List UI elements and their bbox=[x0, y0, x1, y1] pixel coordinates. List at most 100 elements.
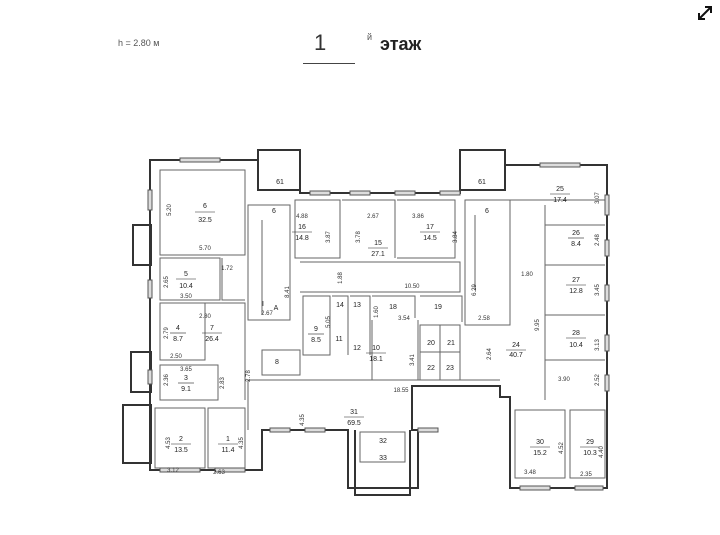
room-1: 111.4 bbox=[218, 436, 238, 454]
dimension-label: 4.52 bbox=[559, 442, 565, 454]
dimension-label: 1.88 bbox=[338, 272, 344, 284]
room-area: 14.8 bbox=[295, 235, 309, 242]
room-number: 26 bbox=[572, 230, 580, 237]
dimension-label: 1.60 bbox=[374, 306, 380, 318]
room-area: 15.2 bbox=[533, 450, 547, 457]
walls bbox=[122, 149, 608, 496]
wall bbox=[149, 149, 608, 489]
room-area: 12.8 bbox=[569, 288, 583, 295]
window bbox=[604, 284, 610, 302]
window bbox=[304, 427, 326, 433]
window bbox=[147, 189, 153, 211]
window bbox=[349, 190, 371, 196]
dimension-label: 4.53 bbox=[166, 437, 172, 449]
dimension-label: 6.29 bbox=[472, 284, 478, 296]
room-number: 61 bbox=[276, 179, 284, 186]
room-number: 11 bbox=[335, 336, 342, 343]
balcony-left-bottom bbox=[122, 404, 152, 464]
room-area: 11.4 bbox=[221, 447, 234, 454]
room-number: 10 bbox=[372, 345, 380, 352]
ceiling-height-note: h = 2.80 м bbox=[118, 38, 160, 48]
room-area: 10.3 bbox=[583, 450, 597, 457]
window bbox=[439, 190, 461, 196]
room-number: 19 bbox=[434, 304, 442, 311]
dimension-label: 2.67 bbox=[261, 311, 273, 317]
dimension-label: 3.45 bbox=[595, 284, 601, 296]
room-area: 14.5 bbox=[423, 235, 437, 242]
room-number: A bbox=[274, 305, 279, 312]
room-number: 17 bbox=[426, 224, 434, 231]
dimension-label: 2.64 bbox=[487, 348, 493, 360]
wall bbox=[247, 349, 500, 430]
floor-number-underline bbox=[303, 63, 355, 64]
room-number: 1 bbox=[226, 436, 230, 443]
entrance-vestibule-right bbox=[459, 149, 506, 191]
wall bbox=[510, 199, 605, 400]
room-2: 213.5 bbox=[171, 436, 191, 454]
wall bbox=[359, 431, 406, 463]
expand-diagonal-arrow-icon[interactable] bbox=[694, 2, 716, 24]
dimension-label: 5.70 bbox=[199, 246, 211, 252]
wall bbox=[247, 204, 291, 321]
room-area: 13.5 bbox=[174, 447, 188, 454]
dimension-label: 3.65 bbox=[180, 367, 192, 373]
dimension-label: 3.12 bbox=[167, 468, 179, 474]
dimension-labels: 5.20 5.70 1.72 2.65 3.50 2.80 2.79 2.50 … bbox=[164, 192, 605, 478]
room-area: 9.1 bbox=[181, 386, 191, 393]
small-room-labels: 8 11 12 13 14 18 19 20 21 22 23 32 33 61… bbox=[262, 179, 489, 462]
window bbox=[604, 334, 610, 352]
dimension-label: 2.48 bbox=[595, 234, 601, 246]
room-area: 8.4 bbox=[571, 241, 581, 248]
dimension-label: 2.67 bbox=[367, 214, 379, 220]
room-number: 29 bbox=[586, 439, 594, 446]
room-number: 25 bbox=[556, 186, 564, 193]
dimension-label: 2.79 bbox=[164, 327, 170, 339]
dimension-label: 2.50 bbox=[170, 354, 182, 360]
room-number: 23 bbox=[446, 365, 454, 372]
room-3: 39.1 bbox=[178, 375, 194, 393]
room-25: 25 17.4 bbox=[550, 186, 570, 204]
dimension-label: 3.50 bbox=[180, 294, 192, 300]
wall bbox=[514, 409, 606, 479]
room-labels: 632.5 510.4 48.7 726.4 39.1 213.5 111.4 … bbox=[170, 186, 600, 457]
dimension-label: 2.58 bbox=[478, 316, 490, 322]
room-31: 31 69.5 bbox=[344, 409, 364, 427]
window bbox=[394, 190, 416, 196]
dimension-label: 2.83 bbox=[220, 377, 226, 389]
window bbox=[147, 369, 153, 385]
dimension-label: 2.36 bbox=[164, 374, 170, 386]
room-area: 18.1 bbox=[369, 356, 383, 363]
room-7: 726.4 bbox=[202, 325, 222, 343]
wall bbox=[159, 302, 246, 401]
room-29: 29 10.3 bbox=[580, 439, 600, 457]
dimension-label: 3.84 bbox=[453, 231, 459, 243]
room-area: 27.1 bbox=[371, 251, 385, 258]
window bbox=[519, 485, 551, 491]
dimension-label: 4.40 bbox=[599, 446, 605, 458]
room-number: 31 bbox=[350, 409, 358, 416]
dimension-label: 2.80 bbox=[199, 314, 211, 320]
window bbox=[159, 467, 201, 473]
dimension-label: 3.41 bbox=[410, 354, 416, 366]
dimension-label: 8.41 bbox=[285, 286, 291, 298]
dimension-label: 10.50 bbox=[404, 284, 420, 290]
dimension-label: 1.80 bbox=[521, 272, 533, 278]
dimension-label: 4.35 bbox=[239, 437, 245, 449]
room-area: 69.5 bbox=[347, 420, 361, 427]
entrance-vestibule-left bbox=[257, 149, 301, 191]
window bbox=[417, 427, 439, 433]
room-area: 40.7 bbox=[509, 352, 523, 359]
room-area: 17.4 bbox=[553, 197, 567, 204]
room-6: 632.5 bbox=[195, 203, 215, 224]
room-number: 13 bbox=[353, 302, 361, 309]
window bbox=[574, 485, 604, 491]
room-number: 6 bbox=[272, 208, 276, 215]
dimension-label: 1.72 bbox=[221, 266, 233, 272]
dimension-label: 3.13 bbox=[595, 339, 601, 351]
room-number: 5 bbox=[184, 271, 188, 278]
room-area: 10.4 bbox=[569, 342, 583, 349]
